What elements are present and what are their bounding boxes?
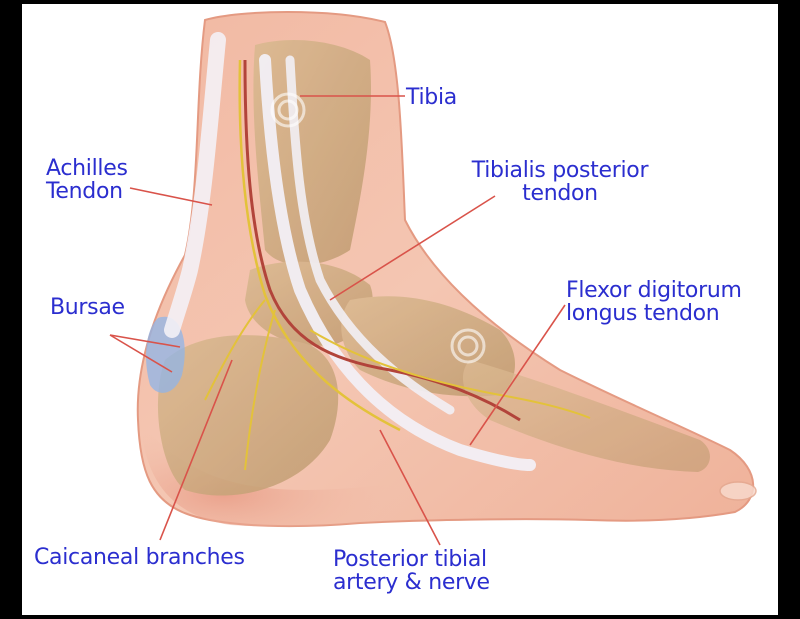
label-achilles-line-1: Achilles: [46, 157, 128, 180]
toe-nail: [720, 482, 756, 500]
label-achilles-tendon: Achilles Tendon: [46, 157, 128, 203]
label-flexor-digitorum: Flexor digitorum longus tendon: [566, 279, 742, 325]
label-flexor-line-1: Flexor digitorum: [566, 279, 742, 302]
label-tibialis-posterior: Tibialis posterior tendon: [447, 159, 673, 205]
label-tibia: Tibia: [406, 86, 457, 109]
label-flexor-line-2: longus tendon: [566, 302, 742, 325]
label-posterior-tibial: Posterior tibial artery & nerve: [333, 548, 490, 594]
label-tibialis-line-1: Tibialis posterior: [447, 159, 673, 182]
label-calcaneal-branches: Caicaneal branches: [34, 546, 245, 569]
label-posterior-line-2: artery & nerve: [333, 571, 490, 594]
label-tibialis-line-2: tendon: [447, 182, 673, 205]
label-bursae: Bursae: [50, 296, 125, 319]
label-achilles-line-2: Tendon: [46, 180, 128, 203]
label-posterior-line-1: Posterior tibial: [333, 548, 490, 571]
